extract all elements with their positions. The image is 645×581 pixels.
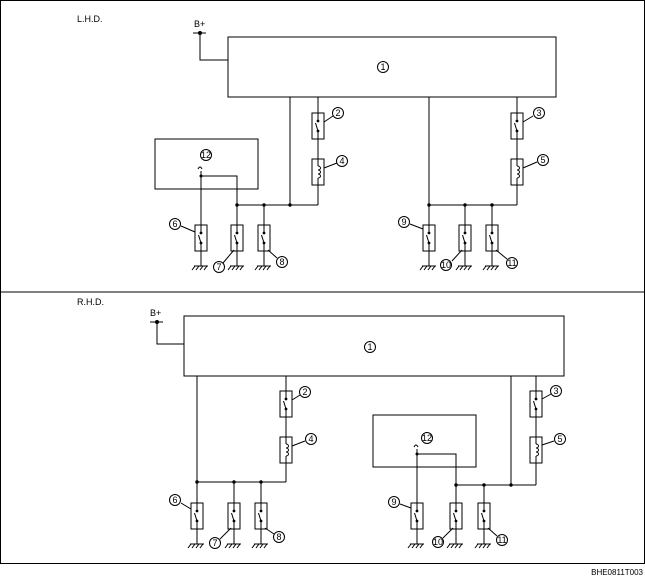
lhd-switch-10	[458, 224, 472, 252]
rhd-battery-label: B+	[150, 308, 161, 318]
lhd-callout-1: 1	[380, 62, 385, 72]
rhd-switch-8	[254, 502, 268, 530]
lhd-title: L.H.D.	[77, 14, 103, 24]
rhd-section: R.H.D. B+ 1 2 4	[77, 297, 566, 549]
lhd-callout-9: 9	[401, 217, 406, 227]
rhd-callout-7: 7	[212, 538, 217, 548]
lhd-module-1	[227, 36, 557, 98]
lhd-switch-11	[485, 224, 499, 252]
rhd-module-1	[183, 315, 565, 377]
rhd-switch-6	[190, 502, 204, 530]
rhd-callout-8: 8	[276, 532, 281, 542]
lhd-callout-12: 12	[201, 150, 211, 160]
lhd-callout-11: 11	[507, 258, 516, 268]
rhd-callout-11: 11	[497, 535, 506, 545]
rhd-callout-12: 12	[422, 433, 432, 443]
rhd-callout-5: 5	[557, 434, 562, 444]
lhd-switch-8	[257, 224, 271, 252]
lhd-callout-3: 3	[536, 108, 541, 118]
figure-code: BHE0811T003	[591, 568, 643, 577]
lhd-switch-9	[422, 224, 436, 252]
lhd-callout-10: 10	[441, 260, 451, 270]
lhd-battery-label: B+	[194, 19, 205, 29]
rhd-callout-6: 6	[172, 495, 177, 505]
rhd-callout-3: 3	[553, 386, 558, 396]
rhd-switch-11	[477, 502, 491, 530]
rhd-switch-10	[449, 502, 463, 530]
rhd-switch-7	[227, 502, 241, 530]
rhd-switch-2	[279, 390, 293, 418]
lhd-coil-4	[311, 158, 325, 186]
lhd-switch-2	[311, 112, 325, 140]
lhd-callout-7: 7	[216, 262, 221, 272]
rhd-callout-2: 2	[302, 387, 307, 397]
lhd-callout-2: 2	[335, 108, 340, 118]
rhd-callout-10: 10	[433, 537, 443, 547]
rhd-module-12	[372, 414, 477, 468]
lhd-module-12	[154, 138, 259, 190]
rhd-coil-4	[279, 436, 293, 464]
rhd-switch-3	[529, 390, 543, 418]
lhd-callout-4: 4	[339, 156, 344, 166]
lhd-switch-3	[510, 112, 524, 140]
rhd-callout-4: 4	[308, 434, 313, 444]
lhd-section: L.H.D. B+ 1 12 2 4	[77, 14, 557, 273]
rhd-callout-1: 1	[367, 342, 372, 352]
rhd-callout-9: 9	[391, 497, 396, 507]
lhd-switch-7	[230, 224, 244, 252]
lhd-callout-5: 5	[540, 155, 545, 165]
lhd-callout-6: 6	[172, 219, 177, 229]
rhd-switch-9	[410, 502, 424, 530]
rhd-coil-5	[529, 436, 543, 464]
lhd-callout-8: 8	[279, 257, 284, 267]
lhd-switch-6	[194, 224, 208, 252]
lhd-coil-5	[510, 158, 524, 186]
rhd-title: R.H.D.	[77, 297, 104, 307]
